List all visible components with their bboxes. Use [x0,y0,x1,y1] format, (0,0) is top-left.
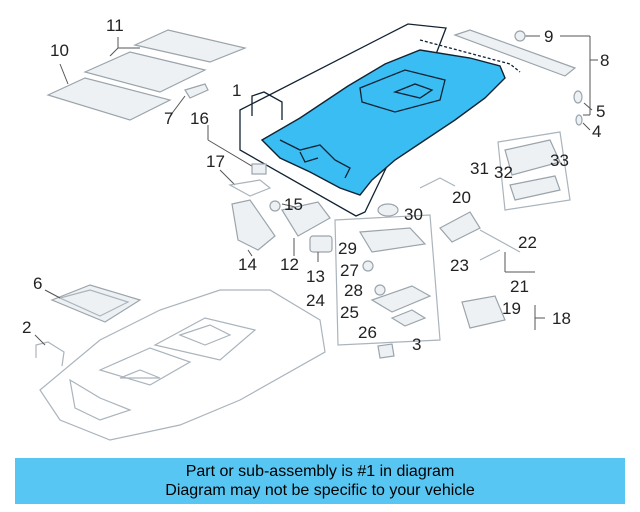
callout-12[interactable]: 12 [280,255,299,274]
callout-7[interactable]: 7 [164,109,173,128]
callout-14[interactable]: 14 [238,255,257,274]
callout-16[interactable]: 16 [190,109,209,128]
callout-1[interactable]: 1 [232,81,241,100]
callout-9[interactable]: 9 [544,27,553,46]
callout-27[interactable]: 27 [340,261,359,280]
callout-26[interactable]: 26 [358,323,377,342]
banner-line-1: Part or sub-assembly is #1 in diagram [185,463,455,480]
callout-29[interactable]: 29 [338,239,357,258]
callout-labels: 1 2 3 4 5 6 7 8 9 10 11 12 13 14 15 16 1… [22,16,609,354]
parts-diagram: 1 2 3 4 5 6 7 8 9 10 11 12 13 14 15 16 1… [22,16,609,441]
callout-5[interactable]: 5 [596,102,605,121]
callout-19[interactable]: 19 [502,299,521,318]
callout-33[interactable]: 33 [550,151,569,170]
right-side-components[interactable] [377,131,571,330]
callout-15[interactable]: 15 [284,195,303,214]
sun-visor-and-lamp[interactable] [231,199,333,262]
overhead-console-group[interactable] [334,214,441,359]
info-banner: Part or sub-assembly is #1 in diagram Di… [15,458,625,504]
callout-17[interactable]: 17 [206,152,225,171]
callout-22[interactable]: 22 [518,233,537,252]
callout-2[interactable]: 2 [22,318,31,337]
callout-20[interactable]: 20 [452,188,471,207]
callout-25[interactable]: 25 [340,303,359,322]
banner-line-2: Diagram may not be specific to your vehi… [165,482,475,499]
callout-24[interactable]: 24 [306,291,325,310]
clips-16-17-15[interactable] [207,125,301,212]
callout-3[interactable]: 3 [412,335,421,354]
callout-11[interactable]: 11 [106,16,124,35]
callout-6[interactable]: 6 [33,274,42,293]
callout-18[interactable]: 18 [552,309,571,328]
callout-21[interactable]: 21 [510,277,529,296]
callout-23[interactable]: 23 [450,256,469,275]
callout-8[interactable]: 8 [600,51,609,70]
callout-4[interactable]: 4 [592,122,601,141]
callout-31[interactable]: 31 [470,159,489,178]
callout-32[interactable]: 32 [494,163,513,182]
callout-28[interactable]: 28 [344,281,363,300]
headliner-part-1-highlighted[interactable] [239,23,521,217]
assist-handle-rail[interactable] [453,29,598,131]
callout-10[interactable]: 10 [50,41,69,60]
lower-headliner-assembly[interactable] [34,284,326,441]
callout-30[interactable]: 30 [404,205,423,224]
roof-pads[interactable] [46,29,247,121]
callout-13[interactable]: 13 [306,267,325,286]
